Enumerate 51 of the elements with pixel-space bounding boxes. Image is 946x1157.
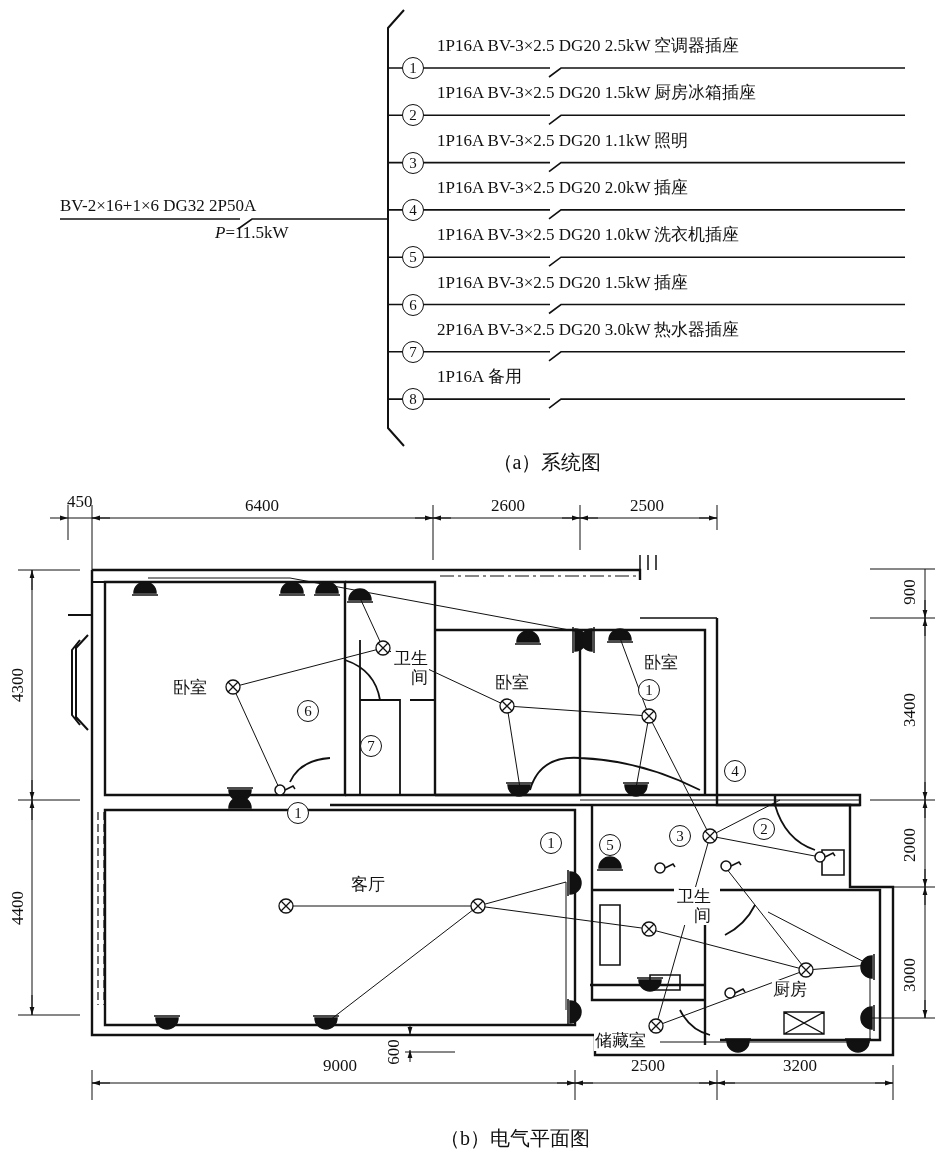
figure-caption: （b）电气平面图 — [440, 1128, 590, 1148]
circuit-number: 6 — [297, 700, 319, 722]
room-label: 客厅 — [350, 875, 386, 895]
room-label: 卧室 — [494, 673, 530, 693]
circuit-number: 5 — [599, 834, 621, 856]
circuit-number: 5 — [402, 246, 424, 269]
circuit-spec-text: 1P16A BV-3×2.5 DG20 1.0kW 洗衣机插座 — [437, 225, 740, 246]
circuit-spec-text: 1P16A BV-3×2.5 DG20 1.1kW 照明 — [437, 130, 689, 151]
room-label: 卧室 — [643, 653, 679, 673]
circuit-number: 3 — [402, 151, 424, 174]
dimension-text: 600 — [383, 1039, 404, 1065]
circuit-number: 3 — [669, 825, 691, 847]
circuit-number: 7 — [360, 735, 382, 757]
dimension-text: 6400 — [245, 496, 279, 516]
dimension-text: 2500 — [631, 1056, 665, 1076]
circuit-spec-text: 1P16A 备用 — [437, 367, 522, 388]
circuit-number: 2 — [402, 104, 424, 127]
circuit-spec-text: 1P16A BV-3×2.5 DG20 1.5kW 插座 — [437, 272, 689, 293]
circuit-number: 2 — [753, 818, 775, 840]
circuit-number: 1 — [638, 679, 660, 701]
room-label: 卫生间 — [391, 649, 429, 687]
dimension-text: 9000 — [323, 1056, 357, 1076]
circuit-spec-text: 1P16A BV-3×2.5 DG20 2.0kW 插座 — [437, 177, 689, 198]
dimension-text: 2600 — [491, 496, 525, 516]
room-label: 卫生间 — [674, 887, 712, 925]
circuit-number: 1 — [540, 832, 562, 854]
dimension-text: 3000 — [900, 958, 920, 992]
circuit-spec-text: 2P16A BV-3×2.5 DG20 3.0kW 热水器插座 — [437, 319, 740, 340]
circuit-number: 7 — [402, 340, 424, 363]
circuit-number: 4 — [724, 760, 746, 782]
dimension-text: 450 — [67, 492, 93, 512]
room-label: 储藏室 — [593, 1031, 647, 1051]
room-label: 厨房 — [772, 980, 808, 1000]
circuit-number: 8 — [402, 388, 424, 411]
room-label: 卧室 — [172, 678, 208, 698]
dimension-text: 3200 — [783, 1056, 817, 1076]
circuit-spec-text: 1P16A BV-3×2.5 DG20 2.5kW 空调器插座 — [437, 36, 740, 56]
dimension-text: 2000 — [900, 828, 920, 862]
dimension-text: 3400 — [900, 693, 920, 727]
dimension-text: 2500 — [630, 496, 664, 516]
feeder-spec-text: P=11.5kW — [215, 223, 289, 243]
circuit-number: 1 — [402, 57, 424, 79]
circuit-number: 1 — [287, 802, 309, 824]
figure-caption: （a）系统图 — [492, 452, 602, 472]
circuit-spec-text: 1P16A BV-3×2.5 DG20 1.5kW 厨房冰箱插座 — [437, 83, 757, 104]
dimension-text: 4300 — [8, 668, 28, 702]
dimension-text: 4400 — [8, 891, 28, 925]
circuit-number: 4 — [402, 198, 424, 221]
dimension-text: 900 — [899, 579, 920, 605]
feeder-spec-text: BV-2×16+1×6 DG32 2P50A — [60, 196, 257, 216]
circuit-number: 6 — [402, 293, 424, 316]
